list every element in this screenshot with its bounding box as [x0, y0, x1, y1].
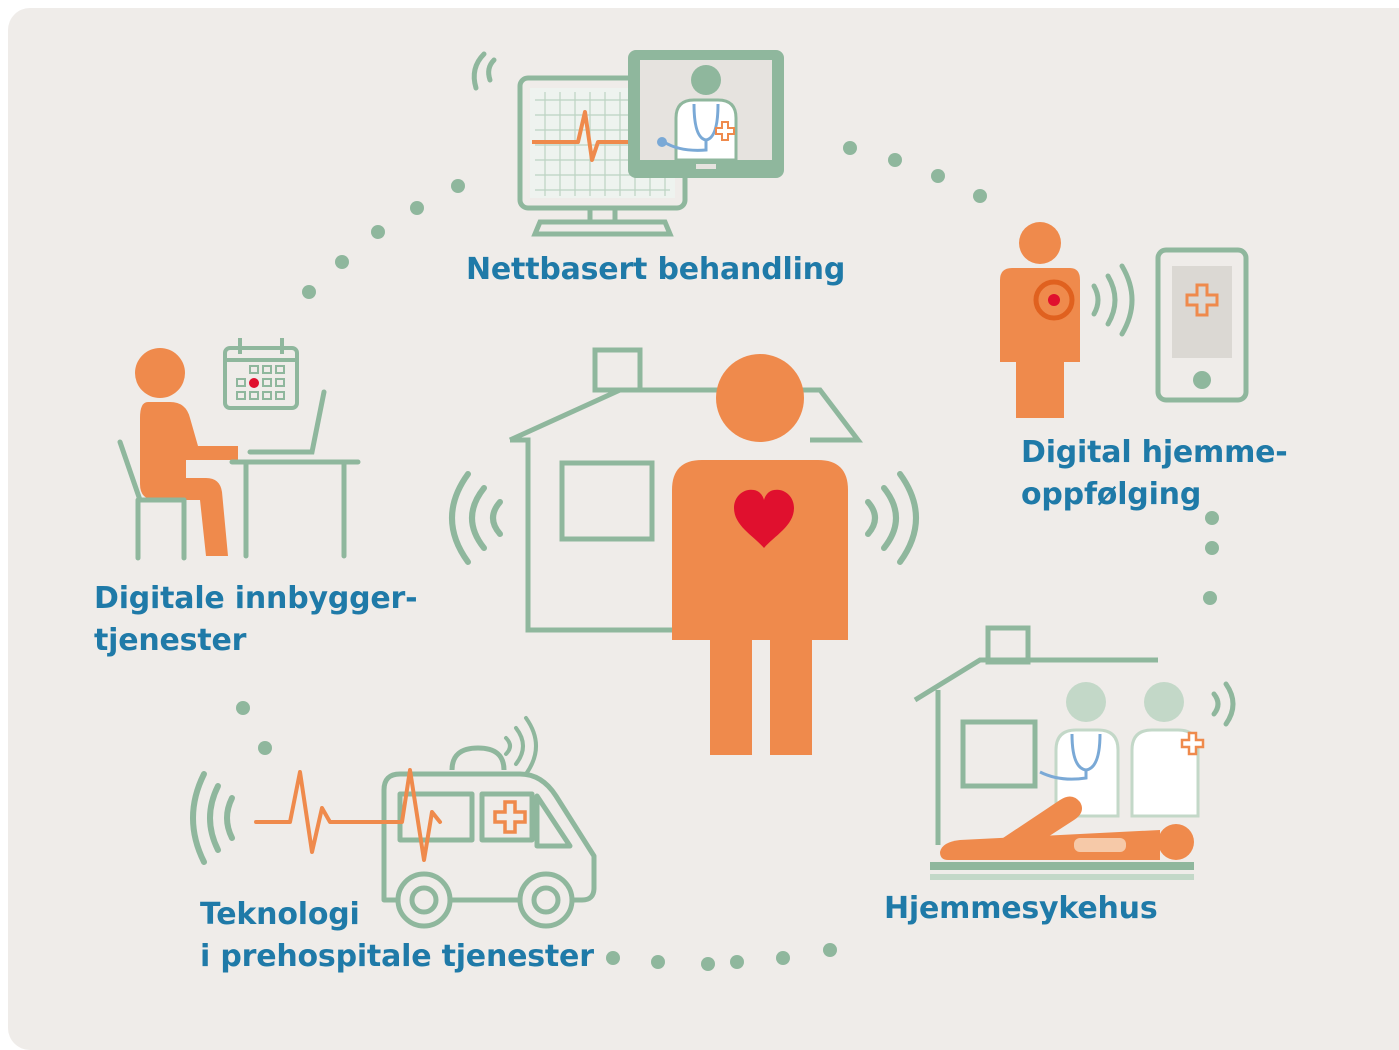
path-dot	[302, 285, 316, 299]
path-dot	[843, 141, 857, 155]
label-teknologi-line1: Teknologi	[200, 897, 360, 932]
label-digitale-innbyggertjenester-line1: Digitale innbygger-	[94, 581, 418, 616]
signal-waves-icon	[449, 471, 919, 565]
label-digital-hjemmeoppfolging-line2: oppfølging	[1021, 477, 1202, 512]
path-dot	[973, 189, 987, 203]
person-at-laptop-calendar-icon	[117, 338, 361, 561]
video-consultation-monitor-icon	[471, 50, 784, 237]
label-digital-hjemmeoppfolging-line1: Digital hjemme-	[1021, 435, 1288, 470]
path-dot	[1205, 541, 1219, 555]
label-teknologi-prehospitale: Teknologi i prehospitale tjenester	[200, 894, 594, 978]
path-dot	[335, 255, 349, 269]
path-dot	[606, 951, 620, 965]
path-dot	[1203, 591, 1217, 605]
path-dot	[651, 955, 665, 969]
path-dot	[371, 225, 385, 239]
label-hjemmesykehus: Hjemmesykehus	[884, 891, 1158, 926]
path-dot	[730, 955, 744, 969]
label-digitale-innbyggertjenester: Digitale innbygger- tjenester	[94, 578, 418, 662]
wearable-sensor-to-phone-icon	[1000, 222, 1249, 418]
label-nettbasert-behandling: Nettbasert behandling	[466, 252, 846, 287]
path-dot	[931, 169, 945, 183]
person-with-heart-at-home-icon	[449, 347, 919, 755]
dotted-cycle-path	[236, 141, 1219, 971]
path-dot	[451, 179, 465, 193]
label-digital-hjemmeoppfolging: Digital hjemme- oppfølging	[1021, 432, 1288, 516]
label-digitale-innbyggertjenester-line2: tjenester	[94, 623, 247, 658]
path-dot	[410, 201, 424, 215]
label-teknologi-line2: i prehospitale tjenester	[200, 939, 594, 974]
ambulance-ecg-signal-icon	[190, 716, 597, 929]
path-dot	[236, 701, 250, 715]
path-dot	[258, 741, 272, 755]
path-dot	[888, 153, 902, 167]
doctors-at-home-bedside-icon	[913, 625, 1236, 880]
path-dot	[701, 957, 715, 971]
path-dot	[1205, 511, 1219, 525]
path-dot	[776, 951, 790, 965]
path-dot	[823, 943, 837, 957]
